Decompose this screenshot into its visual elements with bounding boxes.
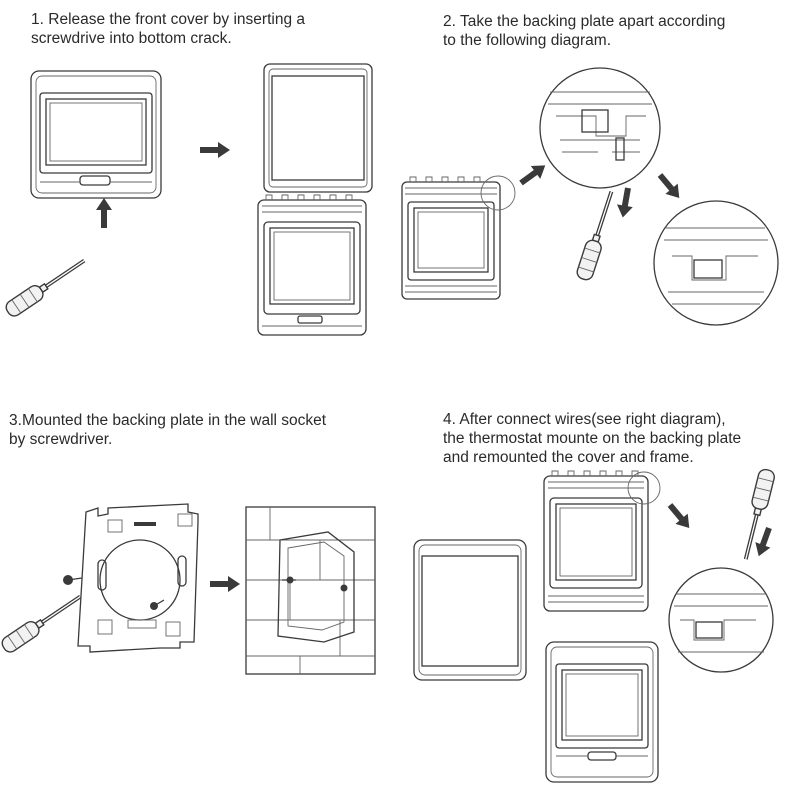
step-2-caption: 2. Take the backing plate apart accordin… <box>443 12 725 50</box>
step-4-arrow-diagonal <box>663 499 696 534</box>
step-4-line-2: the thermostat mounte on the backing pla… <box>443 430 742 447</box>
step-1-line-2: screwdrive into bottom crack. <box>31 30 232 47</box>
step-4-arrow-down <box>751 525 777 559</box>
screwdriver-icon <box>574 188 620 283</box>
step-1-caption: 1. Release the front cover by inserting … <box>31 10 305 48</box>
screwdriver-icon <box>2 253 90 320</box>
step-4-zoom-detail <box>668 567 774 673</box>
step-2-zoom-detail-1 <box>539 67 661 189</box>
step-4-line-1: 4. After connect wires(see right diagram… <box>443 411 726 428</box>
step-1-thermostat-assembled <box>30 70 162 199</box>
step-3-line-2: by screwdriver. <box>9 431 113 448</box>
step-4-caption: 4. After connect wires(see right diagram… <box>443 410 741 467</box>
step-1-up-arrow <box>96 198 112 228</box>
step-1-right-arrow <box>200 142 230 158</box>
step-2-zoom-detail-2 <box>653 200 779 326</box>
step-3-line-1: 3.Mounted the backing plate in the wall … <box>9 412 327 429</box>
step-1-line-1: 1. Release the front cover by inserting … <box>31 11 305 28</box>
step-1-backing-body <box>257 194 367 336</box>
step-3-wall-socket <box>245 506 376 675</box>
screwdriver-icon <box>0 589 86 656</box>
step-1-front-cover <box>263 63 373 193</box>
step-2-arrow-diagonal <box>653 169 686 204</box>
step-2-line-2: to the following diagram. <box>443 32 612 49</box>
screw-icon <box>63 575 165 610</box>
step-4-line-3: and remounted the cover and frame. <box>443 449 694 466</box>
step-2-line-1: 2. Take the backing plate apart accordin… <box>443 13 726 30</box>
step-4-thermostat-body <box>543 470 661 612</box>
step-3-right-arrow <box>210 576 240 592</box>
step-4-front-cover <box>413 539 527 681</box>
step-3-caption: 3.Mounted the backing plate in the wall … <box>9 411 326 449</box>
step-2-backing-body <box>401 175 516 300</box>
step-3-backing-plate <box>77 503 199 653</box>
step-2-arrow-down <box>614 186 636 219</box>
step-4-assembled-thermostat <box>545 641 659 783</box>
step-2-arrow-out <box>516 158 550 190</box>
